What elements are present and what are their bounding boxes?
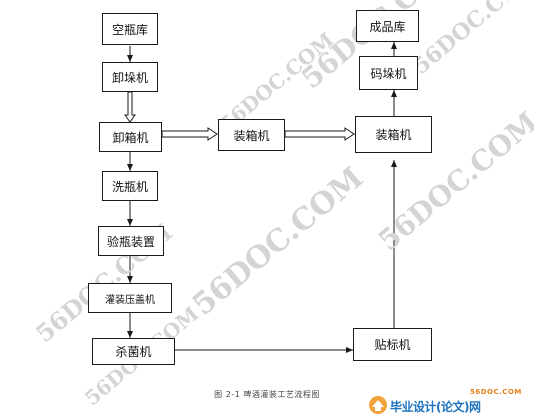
node-label: 贴标机 — [374, 338, 411, 352]
hollow-arrow-unstacker-to-unloader — [124, 91, 136, 123]
node-label: 卸箱机 — [112, 130, 149, 145]
node-label: 杀菌机 — [115, 345, 152, 359]
hollow-arrow-unloader-to-packer — [161, 127, 218, 141]
node-filler-capper: 灌装压盖机 — [88, 283, 172, 313]
node-label: 空瓶库 — [111, 22, 148, 37]
figure-caption: 图 2-1 啤酒灌装工艺流程图 — [214, 390, 320, 399]
node-label: 装箱机 — [233, 128, 270, 143]
logo-small-text: 56DOC.COM — [470, 388, 522, 396]
hollow-arrow-packer-to-packer — [284, 127, 355, 141]
node-label: 洗瓶机 — [111, 179, 148, 194]
node-label: 卸垛机 — [111, 70, 148, 85]
node-label: 成品库 — [369, 19, 406, 34]
site-logo: 56DOC.COM 毕业设计(论文)网 — [366, 388, 534, 418]
node-empty-bottle-store: 空瓶库 — [102, 13, 158, 45]
node-label: 灌装压盖机 — [105, 294, 155, 306]
node-unstacker: 卸垛机 — [102, 62, 158, 92]
node-case-packer-middle: 装箱机 — [218, 119, 285, 151]
node-bottle-washer: 洗瓶机 — [102, 171, 158, 201]
node-label: 装箱机 — [375, 128, 412, 142]
node-case-packer-right: 装箱机 — [355, 116, 432, 153]
node-label: 验瓶装置 — [106, 234, 155, 249]
node-label: 码垛机 — [370, 66, 407, 81]
node-bottle-inspector: 验瓶装置 — [98, 226, 164, 256]
node-labeler: 贴标机 — [353, 328, 432, 361]
logo-main-text: 毕业设计(论文)网 — [390, 400, 481, 414]
node-case-unloader: 卸箱机 — [99, 122, 162, 152]
node-pasteurizer: 杀菌机 — [92, 338, 175, 365]
node-palletizer: 码垛机 — [359, 56, 418, 90]
node-finished-goods-store: 成品库 — [356, 10, 419, 42]
logo-badge-icon — [369, 396, 387, 414]
